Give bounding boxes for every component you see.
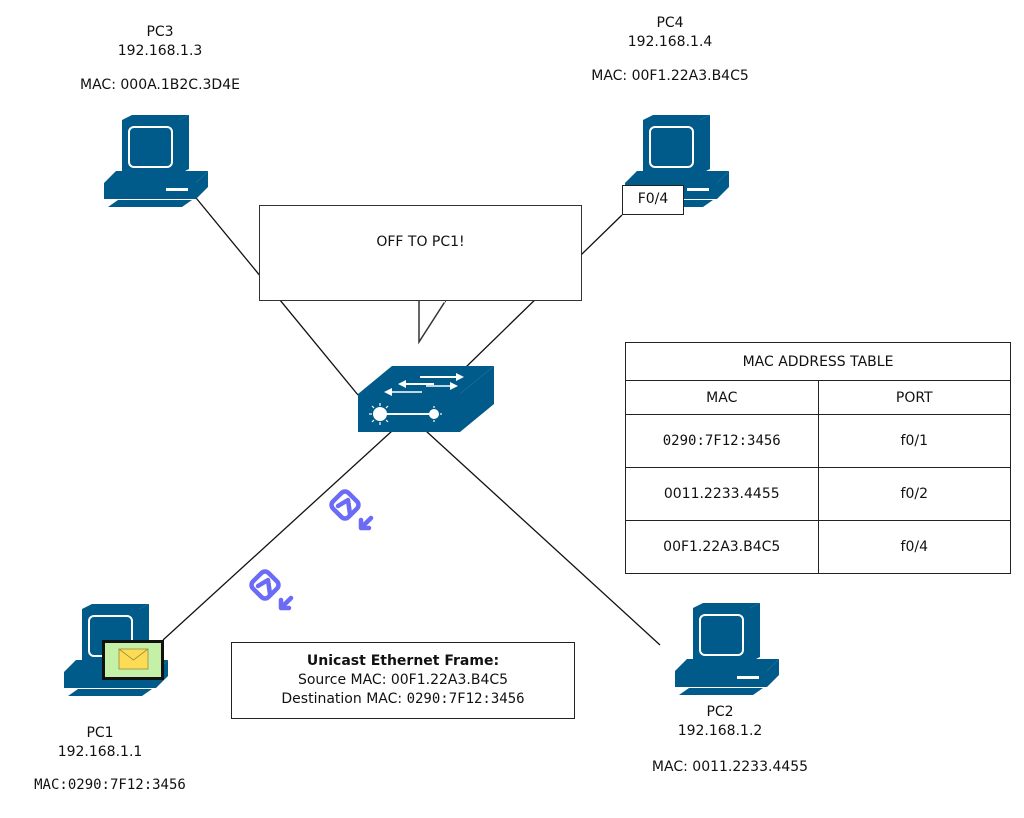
pc4-name: PC4	[656, 15, 684, 31]
packet-moving-icon	[329, 489, 374, 531]
pc1-mac-value: 0290:7F12:3456	[67, 777, 186, 793]
pc3-name: PC3	[146, 24, 174, 40]
mac-table-cell-port: f0/2	[817, 467, 1011, 521]
ethernet-frame-info: Unicast Ethernet Frame: Source MAC: 00F1…	[231, 642, 575, 719]
pc1-name: PC1	[86, 725, 114, 741]
frame-title: Unicast Ethernet Frame:	[306, 653, 500, 669]
pc2-mac: MAC: 0011.2233.4455	[620, 758, 840, 777]
frame-dest-label: Destination MAC:	[281, 691, 403, 707]
pc4-port-label: F0/4	[622, 185, 684, 215]
table-row: 00F1.22A3.B4C5 f0/4	[625, 520, 1011, 574]
frame-source-mac: 00F1.22A3.B4C5	[390, 672, 509, 688]
packet-moving-icon	[249, 569, 294, 611]
mac-table-cell-port: f0/4	[817, 520, 1011, 574]
table-row: 0011.2233.4455 f0/2	[625, 467, 1011, 521]
mac-table-cell-mac: 0290:7F12:3456	[625, 414, 819, 468]
pc3-ip: 192.168.1.3	[117, 43, 203, 59]
pc1-ip: 192.168.1.1	[57, 744, 143, 760]
frame-source-label: Source MAC:	[297, 672, 387, 688]
pc3-desktop-computer-icon[interactable]	[104, 115, 208, 207]
switch-icon[interactable]	[358, 364, 494, 432]
pc4-mac-value: 00F1.22A3.B4C5	[631, 68, 749, 84]
pc3-mac-value: 000A.1B2C.3D4E	[120, 77, 240, 93]
pc1-mac: MAC:0290:7F12:3456	[10, 776, 210, 795]
mac-table-cell-mac: 00F1.22A3.B4C5	[625, 520, 819, 574]
pc3-mac-label: MAC:	[80, 77, 116, 93]
pc4-mac-label: MAC:	[591, 68, 628, 84]
mac-table-cell-mac: 0011.2233.4455	[625, 467, 819, 521]
mac-address-table: MAC ADDRESS TABLE MAC PORT 0290:7F12:345…	[625, 342, 1011, 574]
mac-table-title: MAC ADDRESS TABLE	[625, 342, 1011, 381]
pc4-mac: MAC: 00F1.22A3.B4C5	[560, 67, 780, 86]
speech-bubble-tail	[418, 299, 448, 345]
mac-table-header-port: PORT	[817, 380, 1011, 415]
pc2-name: PC2	[706, 704, 734, 720]
pc2-ip: 192.168.1.2	[677, 723, 763, 739]
pc1-mac-label: MAC:	[34, 777, 68, 793]
pc4-ip: 192.168.1.4	[627, 34, 713, 50]
frame-destination: Destination MAC: 0290:7F12:3456	[232, 690, 574, 709]
speech-bubble: OFF TO PC1!	[259, 205, 582, 301]
pc2-mac-value: 0011.2233.4455	[692, 759, 809, 775]
frame-dest-mac: 0290:7F12:3456	[406, 691, 525, 707]
pc2-desktop-computer-icon[interactable]	[675, 603, 779, 695]
link-pc2-switch	[425, 430, 661, 646]
envelope-icon[interactable]	[102, 640, 164, 680]
link-pc1-switch	[162, 430, 393, 641]
mac-table-cell-port: f0/1	[817, 414, 1011, 468]
speech-bubble-text: OFF TO PC1!	[376, 234, 465, 250]
pc3-mac: MAC: 000A.1B2C.3D4E	[40, 76, 280, 95]
table-row: 0290:7F12:3456 f0/1	[625, 414, 1011, 468]
pc2-mac-label: MAC:	[651, 759, 688, 775]
mac-table-header-mac: MAC	[625, 380, 819, 415]
frame-source: Source MAC: 00F1.22A3.B4C5	[232, 671, 574, 690]
